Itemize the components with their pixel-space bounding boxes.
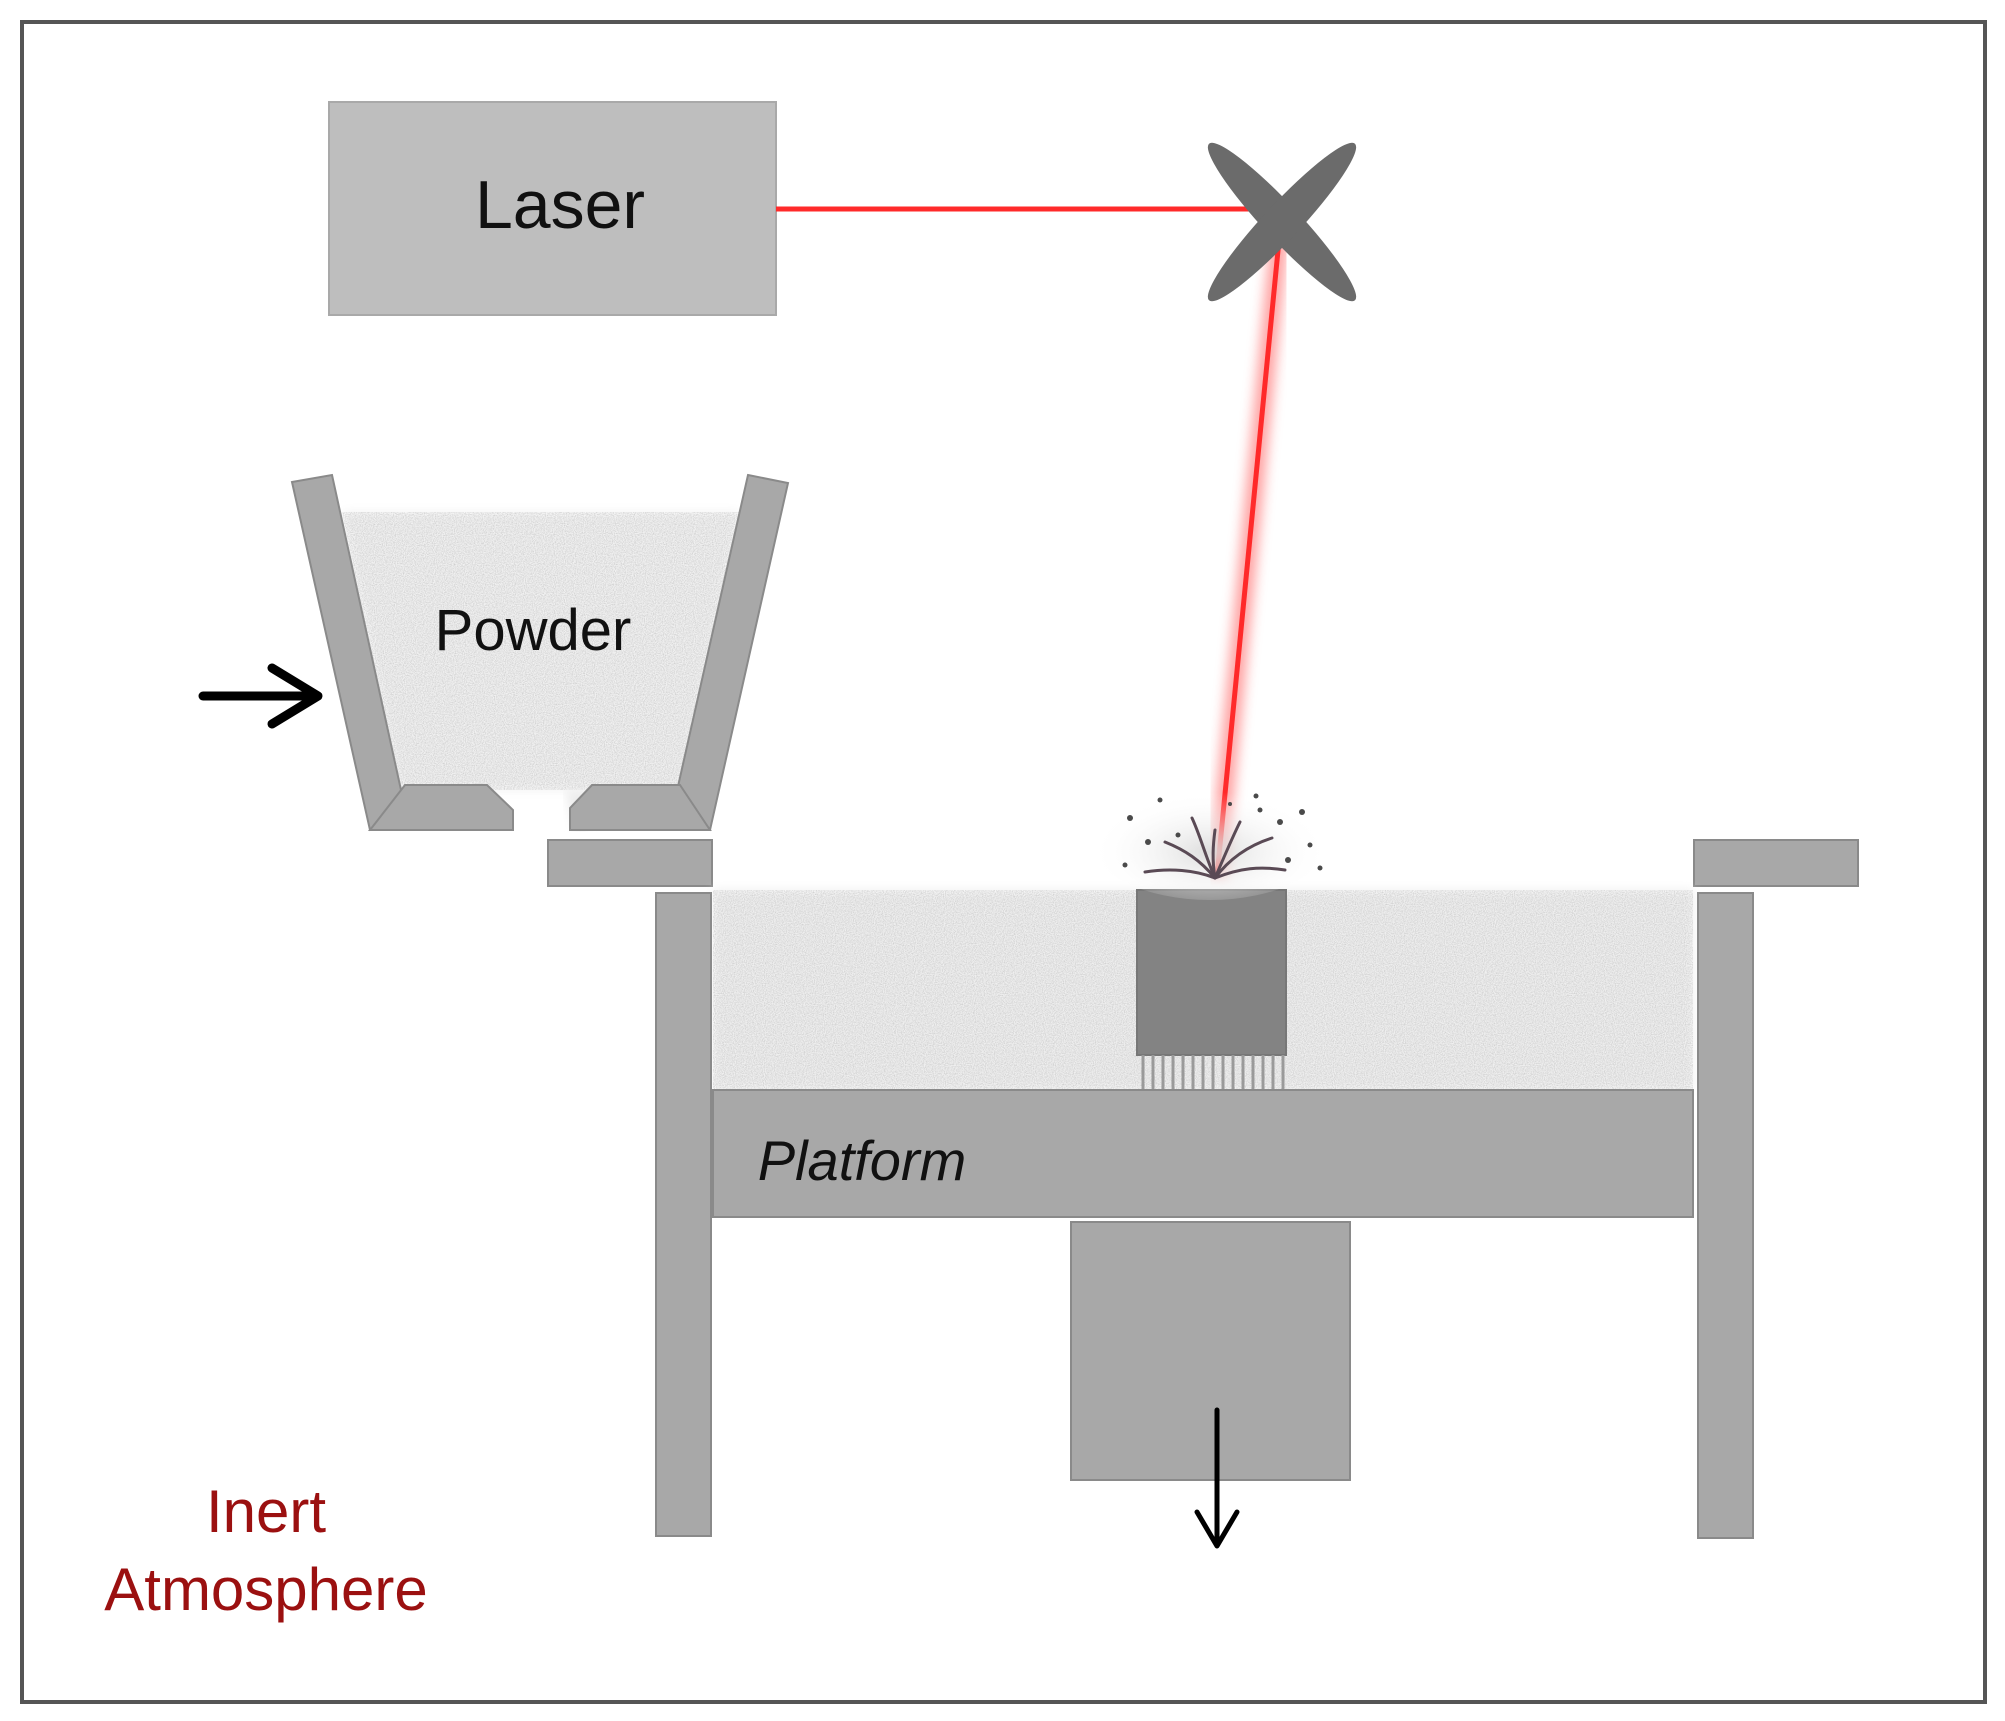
beam-vertical bbox=[1214, 229, 1283, 877]
support-structure bbox=[1141, 1055, 1285, 1090]
powder-label: Powder bbox=[435, 598, 632, 663]
outer-frame bbox=[20, 20, 1987, 1704]
laser-source: Laser bbox=[328, 101, 777, 316]
laser-label: Laser bbox=[475, 167, 645, 243]
platform-label: Platform bbox=[758, 1129, 967, 1192]
built-part-body bbox=[1136, 889, 1287, 1056]
laser-box bbox=[328, 101, 777, 316]
inert-label-line1: Inert bbox=[206, 1478, 326, 1545]
x-shaped-mirror-icon bbox=[1207, 142, 1357, 302]
chamber-right-wall bbox=[1697, 892, 1754, 1539]
platform-piston bbox=[1070, 1221, 1351, 1481]
powder-hopper: Powder bbox=[290, 473, 790, 832]
hopper-right-lip bbox=[569, 784, 712, 831]
right-arrow-icon bbox=[198, 663, 323, 729]
laser-beam bbox=[776, 200, 1289, 877]
chamber-left-wall bbox=[655, 892, 712, 1537]
left-ledge bbox=[547, 839, 713, 887]
built-part bbox=[1136, 889, 1287, 1090]
hopper-left-lip bbox=[367, 784, 514, 831]
build-platform bbox=[712, 1089, 1694, 1218]
melt-pool-sparks bbox=[1090, 780, 1330, 900]
inert-label-line2: Atmosphere bbox=[104, 1556, 428, 1623]
right-ledge bbox=[1693, 839, 1859, 887]
down-arrow-icon bbox=[1194, 1407, 1240, 1549]
